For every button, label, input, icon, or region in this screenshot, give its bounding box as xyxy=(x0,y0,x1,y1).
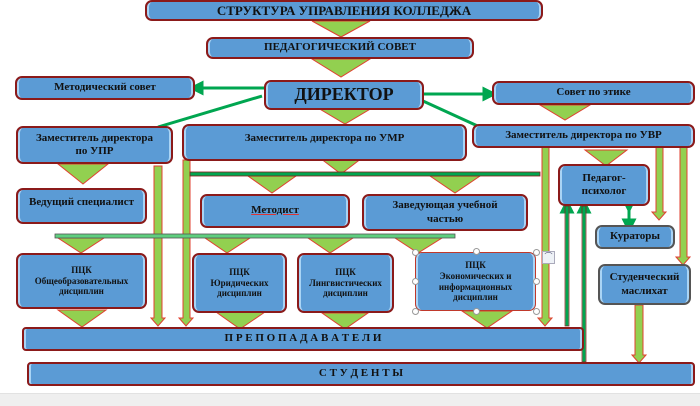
node-label: Заместитель директора по УВР xyxy=(505,129,662,142)
node-label-line: ПЦК xyxy=(335,266,356,277)
arrow-bar2-to-pck-general xyxy=(56,237,106,254)
node-label-line: Общеобразовательных xyxy=(34,275,129,286)
selection-handle[interactable] xyxy=(533,308,540,315)
node-curators: Кураторы xyxy=(595,225,675,249)
pck-distribution-bar xyxy=(54,233,456,239)
node-label-line: Педагог- xyxy=(582,171,626,184)
arrow-pck-general-to-teachers xyxy=(56,309,108,328)
node-deputy-uvr: Заместитель директора по УВР xyxy=(472,124,695,148)
arrow-pck-econ-to-teachers xyxy=(460,310,514,329)
selection-handle[interactable] xyxy=(412,308,419,315)
node-method-council: Методический совет xyxy=(15,76,195,100)
arrow-uvr-right-down1 xyxy=(650,146,668,221)
node-label-line: Экономических и xyxy=(439,270,512,281)
node-label: Ведущий специалист xyxy=(28,196,135,208)
node-psychologist: Педагог- психолог xyxy=(558,164,650,206)
node-label-line: ПЦК xyxy=(229,266,250,277)
umr-distribution-bar xyxy=(189,171,541,177)
selection-handle[interactable] xyxy=(533,249,540,256)
arrow-title-to-council xyxy=(311,20,371,38)
arrow-council-to-director xyxy=(310,58,372,78)
node-label-line: Заместитель директора xyxy=(35,131,154,144)
selection-handle[interactable] xyxy=(412,278,419,285)
node-label: Кураторы xyxy=(610,230,660,243)
node-label-line: Студенческий xyxy=(609,271,680,284)
node-director: ДИРЕКТОР xyxy=(264,80,424,110)
node-student-council: Студенческий маслихат xyxy=(598,264,691,305)
node-pck-ling: ПЦК Лингвистических дисциплин xyxy=(297,253,394,313)
node-methodist: Методист xyxy=(200,194,350,228)
node-label: Методический совет xyxy=(54,81,156,94)
line-director-to-upr xyxy=(157,94,263,129)
arrow-uvr-right-down2 xyxy=(674,146,692,266)
layout-options-button[interactable]: ⌒ xyxy=(542,251,555,264)
arrow-umr-down xyxy=(177,159,195,327)
arrow-director-to-umr xyxy=(316,107,374,125)
arrow-upr-to-lead xyxy=(56,163,110,185)
node-label-line: Лингвистических xyxy=(309,277,382,288)
node-label-line: ПЦК xyxy=(71,264,92,275)
node-label-line: Заведующая учебной xyxy=(392,199,498,212)
node-label-line: психолог xyxy=(581,185,627,197)
node-label-line: Юридических xyxy=(210,277,269,288)
node-label-line: маслихат xyxy=(621,284,668,297)
node-head-studies: Заведующая учебной частью xyxy=(362,194,528,231)
node-ped-council: ПЕДАГОГИЧЕСКИЙ СОВЕТ xyxy=(206,37,474,59)
status-bar xyxy=(0,393,700,406)
node-label-line: дисциплин xyxy=(59,286,104,297)
node-pck-general: ПЦК Общеобразовательных дисциплин xyxy=(16,253,147,309)
arrow-upr-down xyxy=(149,165,167,327)
node-label: Заместитель директора по УМР xyxy=(244,132,405,144)
arrow-ethics-to-uvr xyxy=(538,104,592,121)
selection-handle[interactable] xyxy=(473,248,480,255)
node-label-line: по УПР xyxy=(75,145,114,157)
node-ethics-council: Совет по этике xyxy=(492,81,695,105)
node-label-line: дисциплин xyxy=(217,288,262,299)
diagram-title: СТРУКТУРА УПРАВЛЕНИЯ КОЛЛЕДЖА xyxy=(216,2,472,18)
node-students: С Т У Д Е Н Т Ы xyxy=(27,362,695,386)
node-pck-econ[interactable]: ПЦК Экономических и информационных дисци… xyxy=(415,252,536,311)
arrow-bar2-to-pck-ling xyxy=(306,237,355,254)
node-label-line: дисциплин xyxy=(323,288,368,299)
arrow-bar-to-methodist xyxy=(246,175,298,194)
node-label: С Т У Д Е Н Т Ы xyxy=(318,367,404,380)
node-deputy-upr: Заместитель директора по УПР xyxy=(16,126,173,164)
node-label-line: частью xyxy=(426,212,464,225)
selection-handle[interactable] xyxy=(412,249,419,256)
node-label: Методист xyxy=(251,204,299,217)
node-lead-specialist: Ведущий специалист xyxy=(16,188,147,224)
title-box: СТРУКТУРА УПРАВЛЕНИЯ КОЛЛЕДЖА xyxy=(145,0,543,21)
node-label: П Р Е П О П А Д А В А Т Е Л И xyxy=(224,332,382,345)
selection-handle[interactable] xyxy=(533,278,540,285)
node-label: ПЕДАГОГИЧЕСКИЙ СОВЕТ xyxy=(264,41,416,54)
node-label: Совет по этике xyxy=(556,86,631,99)
arrow-uvr-left-down xyxy=(536,146,554,327)
node-deputy-umr: Заместитель директора по УМР xyxy=(182,124,467,161)
node-pck-law: ПЦК Юридических дисциплин xyxy=(192,253,287,313)
arrow-bar2-to-pck-law xyxy=(203,237,252,254)
arrow-bar-to-head xyxy=(428,175,482,194)
node-label-line: дисциплин xyxy=(453,292,498,303)
node-label-line: ПЦК xyxy=(465,259,486,270)
selection-handle[interactable] xyxy=(473,308,480,315)
node-label: ДИРЕКТОР xyxy=(294,84,394,105)
node-teachers: П Р Е П О П А Д А В А Т Е Л И xyxy=(22,327,584,351)
node-label-line: информационных xyxy=(438,281,513,292)
arrow-student-council-down xyxy=(630,304,648,364)
